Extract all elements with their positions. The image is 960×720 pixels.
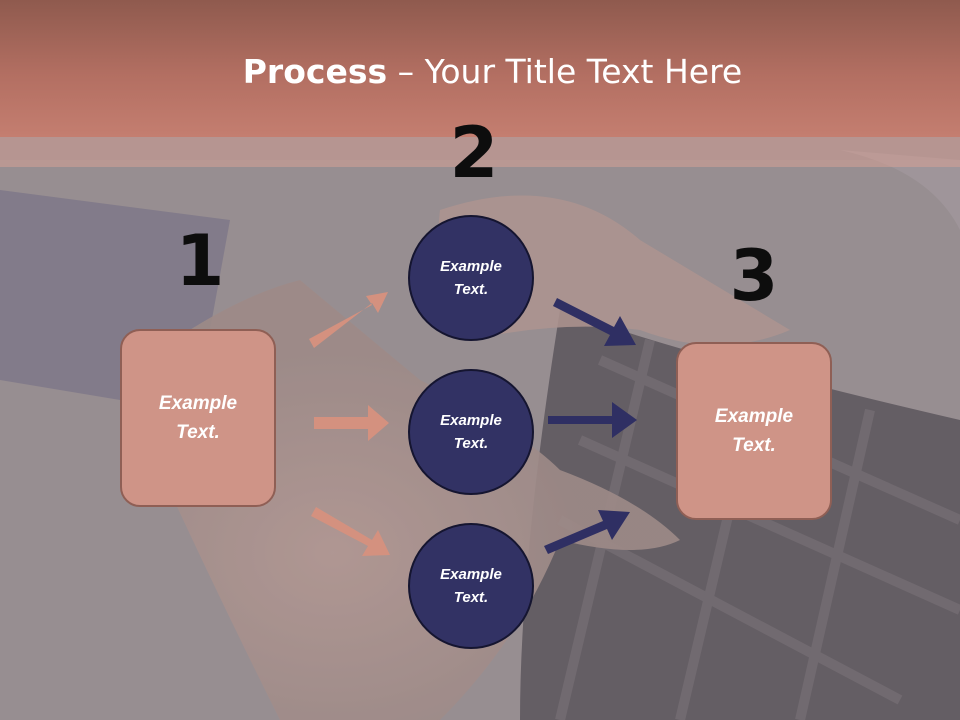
arrow-down-right [311,507,390,556]
step-3-box: Example Text. [676,342,832,520]
arrow-to-box3-top [553,298,636,346]
step-2-circle-1-label: Example Text. [440,258,502,298]
step-2-circle-3: Example Text. [408,523,534,649]
step-2-circle-2: Example Text. [408,369,534,495]
step-number-2: 2 [449,112,499,194]
arrow-to-box3-middle [548,402,637,438]
step-1-label: Example Text. [158,393,238,443]
step-number-1: 1 [175,220,225,302]
step-1-box: Example Text. [120,329,276,507]
step-number-3: 3 [729,235,779,317]
step-2-circle-2-label: Example Text. [440,412,502,452]
step-2-circle-3-label: Example Text. [440,566,502,606]
title-bar [0,0,960,137]
title-bold: Process [242,52,388,91]
arrow-to-box3-bottom [544,510,630,554]
step-3-label: Example Text. [714,406,794,456]
slide-title: Process – Your Title Text Here [0,52,960,91]
title-rest: – Your Title Text Here [387,52,743,91]
step-2-circle-1: Example Text. [408,215,534,341]
arrow-up-right [309,292,388,348]
arrow-right-middle [314,405,389,441]
title-bar-band [0,137,960,167]
